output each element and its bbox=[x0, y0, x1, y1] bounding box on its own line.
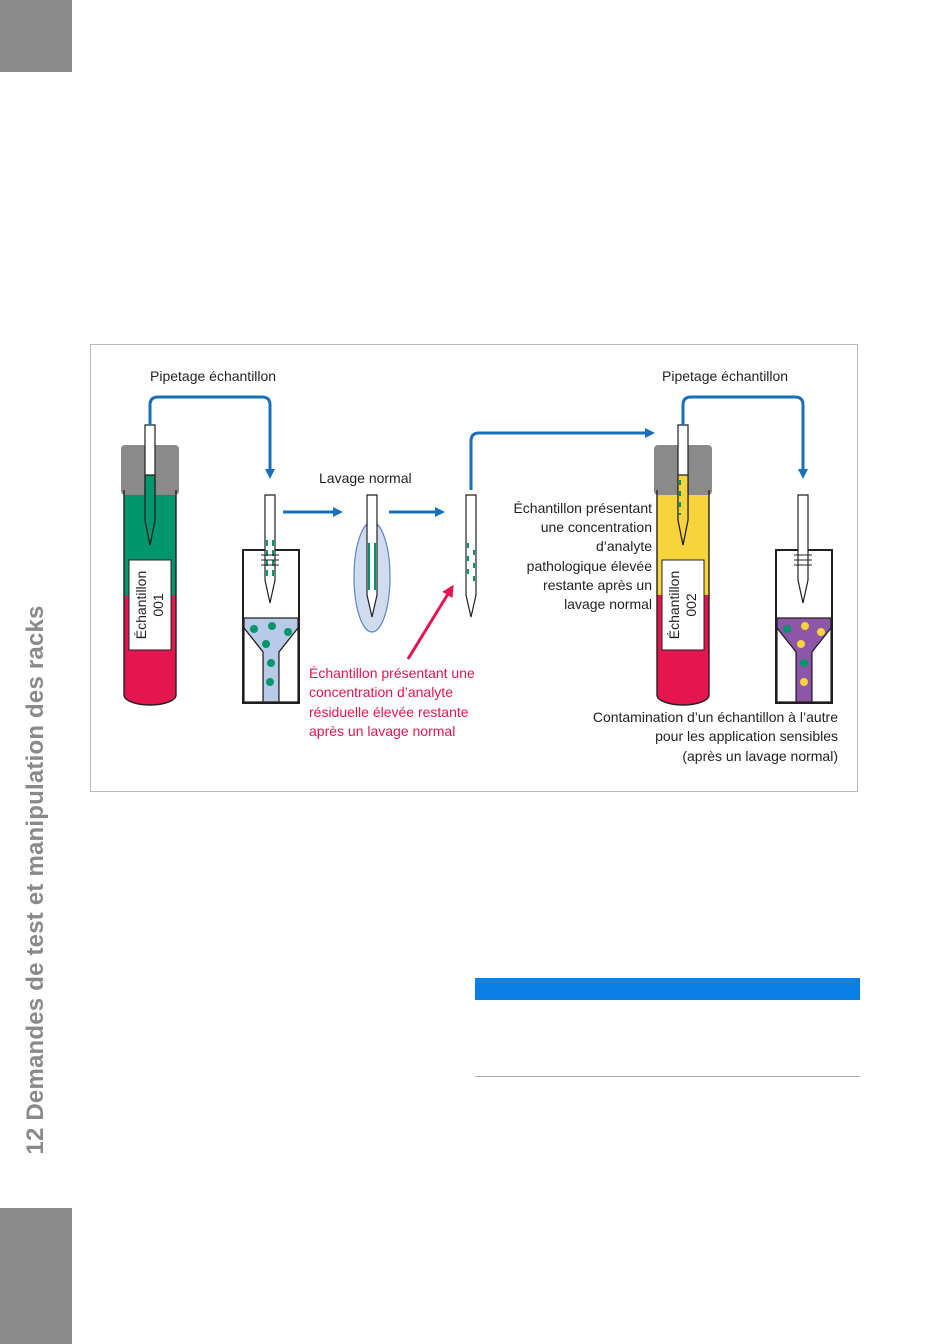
pipette-tip-tube2 bbox=[677, 424, 689, 546]
pipetting-label-left: Pipetage échantillon bbox=[150, 368, 276, 384]
svg-text:(après un lavage normal): (après un lavage normal) bbox=[682, 748, 838, 764]
tube2-label-line1: Échantillon bbox=[666, 571, 682, 640]
svg-text:résiduelle élevée restante: résiduelle élevée restante bbox=[309, 704, 469, 720]
contamination-note: Contamination d’un échantillon à l’autre… bbox=[593, 709, 838, 764]
svg-text:Contamination d’un échantillon: Contamination d’un échantillon à l’autre bbox=[593, 709, 838, 725]
svg-text:restante après un: restante après un bbox=[543, 577, 652, 593]
carryover-figure: Échantillon 001 bbox=[90, 344, 858, 792]
svg-text:pathologique élevée: pathologique élevée bbox=[527, 558, 653, 574]
pathologic-note: Échantillon présentant une concentration… bbox=[513, 500, 652, 612]
svg-text:une concentration: une concentration bbox=[541, 519, 652, 535]
pipette-tip-cuvette2 bbox=[794, 494, 812, 604]
residual-note: Échantillon présentant une concentration… bbox=[309, 665, 475, 739]
tube1-label-line2: 001 bbox=[150, 593, 166, 617]
arrow-pipetting-1 bbox=[148, 395, 275, 479]
carryover-diagram: Échantillon 001 bbox=[121, 368, 838, 764]
tube1-label-box bbox=[128, 559, 172, 651]
chapter-tab-top bbox=[0, 0, 72, 72]
section-accent-bar bbox=[475, 978, 860, 1000]
tube2-label-box bbox=[661, 559, 705, 651]
sample-tube-001: Échantillon 001 bbox=[121, 445, 179, 706]
wash-label: Lavage normal bbox=[319, 470, 412, 486]
tube1-label-line1: Échantillon bbox=[133, 571, 149, 640]
svg-text:Échantillon présentant: Échantillon présentant bbox=[513, 500, 652, 516]
svg-text:lavage normal: lavage normal bbox=[564, 596, 652, 612]
section-divider bbox=[475, 1076, 860, 1077]
wash-station bbox=[353, 494, 391, 633]
pipetting-label-right: Pipetage échantillon bbox=[662, 368, 788, 384]
arrow-pipetting-2 bbox=[681, 395, 808, 479]
svg-text:après un lavage normal: après un lavage normal bbox=[309, 723, 455, 739]
svg-text:concentration d’analyte: concentration d’analyte bbox=[309, 684, 453, 700]
residue-pointer-arrow bbox=[406, 584, 454, 660]
chapter-title: 12 Demandes de test et manipulation des … bbox=[22, 605, 49, 1155]
tube2-label-line2: 002 bbox=[683, 593, 699, 617]
svg-text:pour les application sensibles: pour les application sensibles bbox=[655, 728, 838, 744]
arrow-to-sample-002 bbox=[469, 428, 655, 490]
svg-text:d’analyte: d’analyte bbox=[596, 538, 652, 554]
pipette-tip-tube1 bbox=[144, 424, 156, 546]
svg-text:Échantillon présentant une: Échantillon présentant une bbox=[309, 665, 475, 681]
chapter-tab-bottom bbox=[0, 1208, 72, 1344]
washed-pipette-tip bbox=[465, 494, 477, 618]
pipette-tip-cuvette1 bbox=[261, 494, 279, 604]
